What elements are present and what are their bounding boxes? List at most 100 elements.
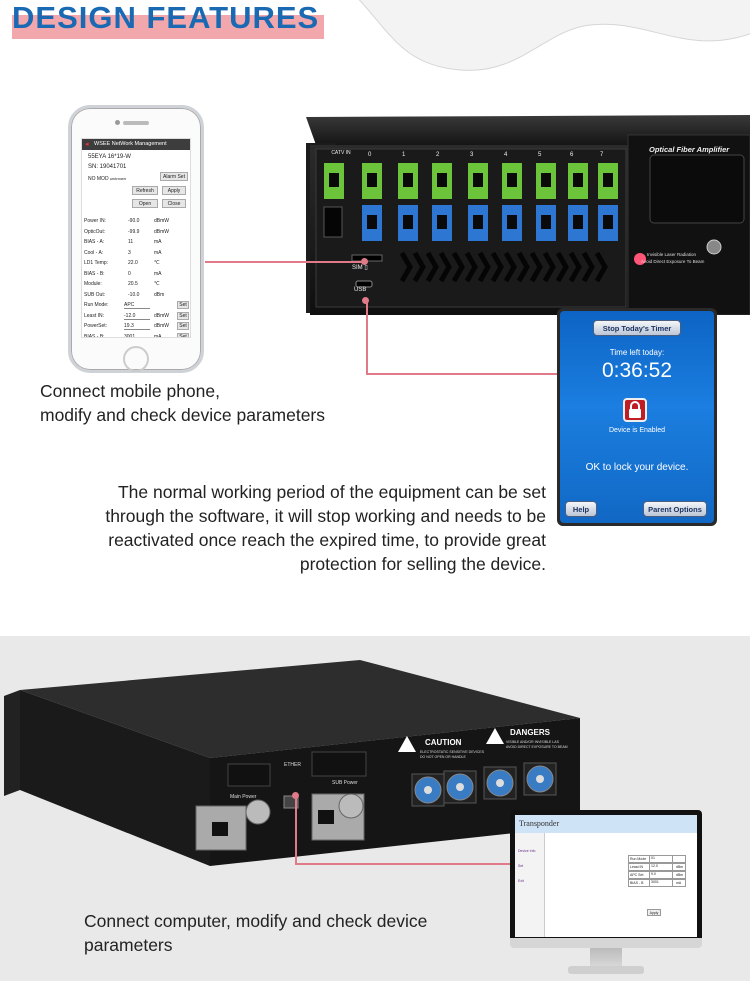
param-unit: mA — [154, 333, 162, 338]
computer-nav-item[interactable]: Device Info — [518, 849, 536, 853]
phone-caption-line1: Connect mobile phone, — [40, 381, 220, 401]
phone-caption-line2: modify and check device parameters — [40, 405, 325, 425]
port-number-label: 2 — [436, 152, 440, 158]
fan-hub — [456, 783, 464, 791]
ethernet-port — [283, 795, 299, 809]
timer-caption-line1: The normal working period of the equipme… — [117, 482, 546, 502]
set-button[interactable]: Set — [177, 322, 189, 330]
port-opening — [541, 173, 551, 187]
param-input[interactable]: 3001 — [124, 334, 150, 338]
mobile-phone: WSEE NetWork Management ◂ 55EYA 16*19-W … — [68, 105, 204, 373]
warning-line-2: Avoid Direct Exposure To Beam — [641, 259, 705, 264]
vent-chevron — [542, 251, 556, 283]
port-number-label: 5 — [538, 152, 542, 158]
param-unit: dBmW — [154, 323, 169, 329]
param-unit: mA — [154, 249, 162, 256]
phone-app-header: WSEE NetWork Management — [82, 139, 190, 150]
alarm-set-button[interactable]: Alarm Set — [160, 172, 188, 181]
lock-icon — [623, 398, 647, 422]
set-button[interactable]: Set — [177, 332, 189, 337]
fan-hub — [496, 779, 504, 787]
param-unit: dBmW — [154, 218, 169, 224]
param-label: Least IN — [630, 865, 644, 869]
param-input[interactable]: 12.0 — [649, 864, 673, 870]
param-value: 0 — [128, 270, 131, 277]
port-number-label: 1 — [402, 152, 406, 158]
computer-nav-item[interactable]: Set — [518, 864, 524, 868]
dangers-text-1: VISIBLE AND/OR INVISIBLE LAS — [506, 740, 559, 744]
wire-dot — [292, 792, 299, 799]
param-input[interactable]: APC — [124, 302, 150, 309]
usb-wire — [366, 300, 558, 375]
app-header — [515, 815, 697, 833]
port-opening — [403, 173, 413, 187]
phone-set-row: PowerSet: 19.3 dBmW Set — [84, 322, 190, 332]
open-button[interactable]: Open — [132, 199, 158, 208]
phone-param-row: LD1 Temp: 22.0 ℃ — [84, 259, 190, 269]
port-opening — [507, 215, 517, 229]
timer-caption-line2: through the software, it will stop worki… — [105, 506, 546, 526]
warning-line-1: Invisible Laser Radiation — [647, 252, 697, 257]
param-input[interactable]: 3001 — [649, 880, 673, 886]
set-button[interactable]: Set — [177, 301, 189, 309]
phone-param-row: SUB Out: -10.0 dBm — [84, 291, 190, 301]
phone-param-row: Cool - A: 3 mA — [84, 249, 190, 259]
computer-apply-button[interactable]: Apply — [647, 909, 661, 916]
port-opening — [507, 173, 517, 187]
vent-chevron — [581, 251, 595, 283]
computer-param-row: Least IN 12.0 dBm — [628, 863, 686, 871]
vent-chevron — [477, 251, 491, 283]
phone-set-row: Least IN: -12.0 dBmW Set — [84, 311, 190, 322]
param-value: 22.0 — [128, 260, 138, 266]
laser-indicator — [634, 253, 646, 265]
monitor-chin — [510, 938, 702, 948]
param-input[interactable]: 9.0 — [649, 872, 673, 878]
port-opening — [437, 215, 447, 229]
phone-screen: WSEE NetWork Management ◂ 55EYA 16*19-W … — [81, 138, 191, 338]
port-opening — [403, 215, 413, 229]
param-unit: dBmW — [154, 228, 169, 235]
phone-set-row: BIAS - B: 3001 mA Set — [84, 332, 190, 338]
time-left-label: Time left today: — [609, 348, 665, 357]
param-input[interactable]: -12.0 — [124, 313, 150, 320]
phone-camera — [115, 120, 120, 125]
phone-mod-status: NO MOD unknown — [88, 176, 126, 182]
port-number-label: 4 — [504, 152, 508, 158]
computer-nav-item[interactable]: Exit — [518, 879, 524, 883]
usb-port — [355, 280, 373, 288]
apply-button[interactable]: Apply — [162, 186, 186, 195]
back-arrow-icon[interactable]: ◂ — [85, 141, 89, 148]
timer-caption-line4: protection for selling the device. — [299, 554, 546, 574]
port-number-label: 0 — [368, 152, 372, 158]
port-opening — [541, 215, 551, 229]
refresh-button[interactable]: Refresh — [132, 186, 158, 195]
vent-chevron — [464, 251, 478, 283]
vent-chevron — [503, 251, 517, 283]
caution-text-1: ELECTROSTATIC SENSITIVE DEVICES — [420, 750, 485, 754]
param-value: 11 — [128, 239, 134, 245]
param-input[interactable]: 01 — [649, 856, 673, 862]
phone-set-row: Run Mode: APC Set — [84, 301, 190, 311]
close-button[interactable]: Close — [162, 199, 186, 208]
set-button[interactable]: Set — [177, 311, 189, 320]
port-opening — [367, 173, 377, 187]
param-label: Run Mode — [630, 857, 647, 861]
page-title: DESIGN FEATURES — [12, 0, 320, 35]
fan-hub — [536, 775, 544, 783]
app-sidebar — [515, 833, 545, 937]
phone-param-row: Power IN: -90.0 dBmW — [84, 217, 190, 227]
param-unit: mA — [154, 270, 162, 277]
parent-options-button[interactable]: Parent Options — [643, 501, 707, 517]
key-switch — [706, 239, 722, 255]
help-button[interactable]: Help — [565, 501, 597, 517]
stop-timer-button[interactable]: Stop Today's Timer — [593, 320, 681, 336]
port-opening — [437, 173, 447, 187]
vent-chevron — [451, 251, 465, 283]
param-unit: mA — [154, 239, 162, 245]
wire-dot — [361, 258, 368, 265]
param-input[interactable]: 19.3 — [124, 323, 150, 330]
param-value: -90.0 — [128, 218, 140, 224]
param-label: Least IN: — [84, 312, 105, 319]
vent-chevron — [568, 251, 582, 283]
